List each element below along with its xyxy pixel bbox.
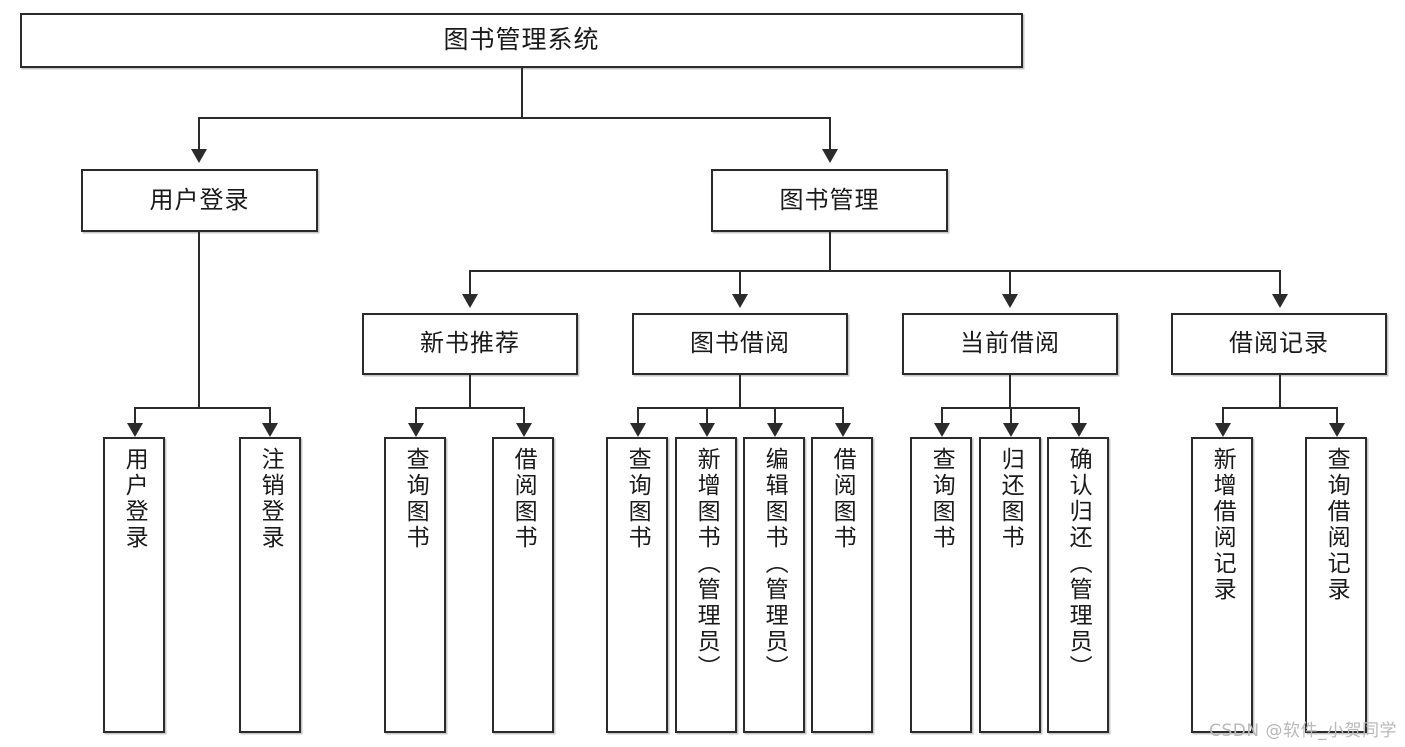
arrowhead-book-borrow-leaf-3 [767,423,783,437]
leaf-current-query-book[interactable]: 查询图书 [910,437,972,733]
leaf-borrow-edit-book[interactable]: 编辑图书（管理员） [743,437,805,733]
node-borrow-record[interactable]: 借阅记录 [1171,313,1387,375]
leaf-borrow-borrow-book[interactable]: 借阅图书 [811,437,873,733]
node-label: 新书推荐 [420,329,520,358]
node-label: 用户登录 [149,185,250,214]
connector-book-borrow-drop-1 [637,407,639,425]
arrowhead-book-manage-child-3 [1002,294,1018,308]
arrowhead-book-manage-child-2 [732,294,748,308]
node-label: 借阅图书 [510,447,537,551]
node-label: 注销登录 [257,447,284,551]
connector-root-bus [198,117,830,119]
connector-book-borrow-stem [739,375,741,408]
connector-root-to-user-login [198,117,200,151]
connector-borrow-record-drop-1 [1222,407,1224,425]
arrowhead-book-borrow-leaf-1 [630,423,646,437]
arrowhead-borrow-record-leaf-2 [1329,423,1345,437]
connector-book-manage-stem [829,232,831,271]
arrowhead-root-to-user-login [191,149,207,163]
arrowhead-root-to-book-manage [822,149,838,163]
node-label: 借阅记录 [1229,329,1329,358]
arrowhead-book-manage-child-1 [462,294,478,308]
connector-borrow-record-bus [1222,407,1338,409]
connector-book-manage-drop-2 [739,270,741,296]
connector-book-borrow-drop-4 [842,407,844,425]
node-label: 查询图书 [624,447,651,551]
connector-user-login-stem [198,232,200,408]
connector-user-login-drop-1 [134,407,136,425]
connector-root-to-book-manage [829,117,831,151]
connector-new-book-rec-bus [415,407,525,409]
connector-new-book-rec-drop-1 [415,407,417,425]
connector-root-stem [521,68,523,118]
arrowhead-current-borrow-leaf-3 [1071,423,1087,437]
connector-borrow-record-stem [1279,375,1281,408]
arrowhead-book-borrow-leaf-2 [699,423,715,437]
arrowhead-current-borrow-leaf-2 [1003,423,1019,437]
connector-book-borrow-bus [637,407,843,409]
connector-book-borrow-drop-3 [774,407,776,425]
node-label: 确认归还（管理员） [1065,447,1092,681]
connector-current-borrow-stem [1009,375,1011,408]
arrowhead-user-login-leaf-1 [127,423,143,437]
node-current-borrow[interactable]: 当前借阅 [902,313,1118,375]
connector-current-borrow-drop-1 [941,407,943,425]
arrowhead-book-borrow-leaf-4 [835,423,851,437]
connector-current-borrow-drop-2 [1010,407,1012,425]
connector-borrow-record-drop-2 [1336,407,1338,425]
node-label: 编辑图书（管理员） [761,447,788,681]
arrowhead-new-book-rec-leaf-1 [408,423,424,437]
node-label: 用户登录 [121,447,148,551]
connector-book-manage-drop-1 [469,270,471,296]
arrowhead-book-manage-child-4 [1272,294,1288,308]
node-label: 归还图书 [997,447,1024,551]
arrowhead-user-login-leaf-2 [262,423,278,437]
connector-user-login-drop-2 [269,407,271,425]
node-label: 新增图书（管理员） [693,447,720,681]
leaf-rec-borrow-book[interactable]: 借阅图书 [492,437,554,733]
leaf-query-borrow-record[interactable]: 查询借阅记录 [1305,437,1367,733]
node-label: 查询借阅记录 [1323,447,1350,603]
node-user-login[interactable]: 用户登录 [81,169,318,232]
node-book-borrow[interactable]: 图书借阅 [632,313,848,375]
leaf-rec-query-book[interactable]: 查询图书 [384,437,446,733]
leaf-user-logout[interactable]: 注销登录 [239,437,301,733]
arrowhead-new-book-rec-leaf-2 [516,423,532,437]
node-label: 当前借阅 [960,329,1060,358]
leaf-current-return-book[interactable]: 归还图书 [979,437,1041,733]
connector-current-borrow-drop-3 [1078,407,1080,425]
connector-new-book-rec-stem [469,375,471,408]
connector-new-book-rec-drop-2 [523,407,525,425]
leaf-borrow-add-book[interactable]: 新增图书（管理员） [675,437,737,733]
connector-book-manage-drop-4 [1279,270,1281,296]
leaf-current-confirm-return[interactable]: 确认归还（管理员） [1047,437,1109,733]
leaf-add-borrow-record[interactable]: 新增借阅记录 [1191,437,1253,733]
node-label: 图书管理 [779,185,880,214]
node-label: 查询图书 [402,447,429,551]
node-new-book-recommend[interactable]: 新书推荐 [362,313,578,375]
node-label: 图书管理系统 [443,25,600,55]
node-label: 查询图书 [928,447,955,551]
node-label: 新增借阅记录 [1209,447,1236,603]
csdn-watermark: CSDN @软件_小贺同学 [1209,721,1397,741]
node-label: 图书借阅 [690,329,790,358]
connector-book-borrow-drop-2 [706,407,708,425]
leaf-user-login[interactable]: 用户登录 [103,437,165,733]
arrowhead-current-borrow-leaf-1 [934,423,950,437]
node-label: 借阅图书 [829,447,856,551]
node-root-system[interactable]: 图书管理系统 [20,13,1023,68]
connector-book-manage-drop-3 [1009,270,1011,296]
connector-book-manage-bus [469,270,1280,272]
connector-user-login-bus [134,407,270,409]
node-book-manage[interactable]: 图书管理 [711,169,948,232]
leaf-borrow-query-book[interactable]: 查询图书 [606,437,668,733]
arrowhead-borrow-record-leaf-1 [1215,423,1231,437]
